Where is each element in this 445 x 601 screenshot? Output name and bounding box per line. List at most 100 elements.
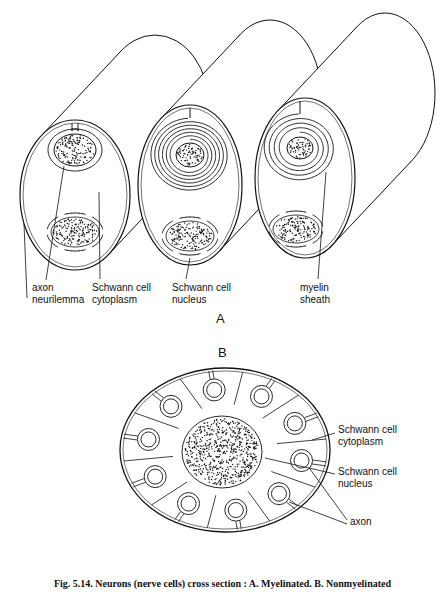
stipple-dot xyxy=(219,429,220,430)
stipple-dot xyxy=(194,470,195,471)
stipple-dot xyxy=(202,460,203,461)
stipple-dot xyxy=(211,424,212,425)
stipple-dot xyxy=(210,461,211,462)
axon-section xyxy=(287,137,313,159)
stipple-dot xyxy=(193,152,194,153)
stipple-dot xyxy=(297,230,298,231)
stipple-dot xyxy=(178,226,179,227)
stipple-dot xyxy=(173,231,174,232)
stipple-dot xyxy=(237,428,238,429)
stipple-dot xyxy=(192,150,193,151)
stipple-dot xyxy=(291,239,292,240)
axon-membrane xyxy=(178,493,200,515)
stipple-dot xyxy=(77,142,78,143)
cylinder-side xyxy=(277,26,357,111)
stipple-dot xyxy=(252,458,253,459)
stipple-dot xyxy=(200,452,201,453)
stipple-dot xyxy=(185,247,186,248)
stipple-dot xyxy=(72,139,73,140)
stipple-dot xyxy=(197,159,198,160)
stipple-dot xyxy=(304,138,305,139)
stipple-dot xyxy=(217,472,218,473)
stipple-dot xyxy=(66,238,67,239)
stipple-dot xyxy=(250,465,251,466)
stipple-dot xyxy=(64,145,65,146)
stipple-dot xyxy=(228,422,229,423)
stipple-dot xyxy=(234,443,235,444)
stipple-dot xyxy=(241,453,242,454)
stipple-dot xyxy=(217,468,218,469)
stipple-dot xyxy=(255,448,256,449)
stipple-dot xyxy=(69,232,70,233)
stipple-dot xyxy=(197,461,198,462)
stipple-dot xyxy=(90,147,91,148)
stipple-dot xyxy=(88,224,89,225)
stipple-dot xyxy=(290,225,291,226)
stipple-dot xyxy=(201,232,202,233)
stipple-dot xyxy=(92,230,93,231)
stipple-dot xyxy=(69,220,70,221)
stipple-dot xyxy=(78,223,79,224)
stipple-dot xyxy=(236,451,237,452)
stipple-dot xyxy=(68,143,69,144)
stipple-dot xyxy=(64,238,65,239)
stipple-dot xyxy=(188,444,189,445)
stipple-dot xyxy=(193,226,194,227)
stipple-dot xyxy=(177,152,178,153)
stipple-dot xyxy=(183,248,184,249)
stipple-dot xyxy=(88,231,89,232)
stipple-dot xyxy=(302,146,303,147)
stipple-dot xyxy=(223,432,224,433)
stipple-dot xyxy=(247,449,248,450)
axon-section xyxy=(176,143,204,167)
stipple-dot xyxy=(250,468,251,469)
stipple-dot xyxy=(294,227,295,228)
stipple-dot xyxy=(195,437,196,438)
stipple-dot xyxy=(62,144,63,145)
stipple-dot xyxy=(232,464,233,465)
stipple-dot xyxy=(309,144,310,145)
stipple-dot xyxy=(221,445,222,446)
stipple-dot xyxy=(177,231,178,232)
stipple-dot xyxy=(186,454,187,455)
stipple-dot xyxy=(215,442,216,443)
stipple-dot xyxy=(233,457,234,458)
stipple-dot xyxy=(93,225,94,226)
stipple-dot xyxy=(253,447,254,448)
stipple-dot xyxy=(238,433,239,434)
stipple-dot xyxy=(246,443,247,444)
stipple-dot xyxy=(200,151,201,152)
stipple-dot xyxy=(80,242,81,243)
stipple-dot xyxy=(83,162,84,163)
stipple-dot xyxy=(192,236,193,237)
stipple-dot xyxy=(242,470,243,471)
stipple-dot xyxy=(288,219,289,220)
stipple-dot xyxy=(209,428,210,429)
stipple-dot xyxy=(213,467,214,468)
stipple-dot xyxy=(231,447,232,448)
stipple-dot xyxy=(218,448,219,449)
stipple-dot xyxy=(249,432,250,433)
stipple-dot xyxy=(176,239,177,240)
stipple-dot xyxy=(201,240,202,241)
stipple-dot xyxy=(299,217,300,218)
stipple-dot xyxy=(194,447,195,448)
stipple-dot xyxy=(78,226,79,227)
stipple-dot xyxy=(306,143,307,144)
stipple-dot xyxy=(194,162,195,163)
stipple-dot xyxy=(252,459,253,460)
mesaxon xyxy=(236,521,238,529)
stipple-dot xyxy=(211,233,212,234)
stipple-dot xyxy=(200,426,201,427)
stipple-dot xyxy=(297,157,298,158)
stipple-dot xyxy=(193,233,194,234)
stipple-dot xyxy=(217,436,218,437)
stipple-dot xyxy=(176,244,177,245)
stipple-dot xyxy=(224,451,225,452)
stipple-dot xyxy=(209,439,210,440)
stipple-dot xyxy=(290,218,291,219)
stipple-dot xyxy=(89,229,90,230)
stipple-dot xyxy=(215,456,216,457)
stipple-dot xyxy=(200,451,201,452)
stipple-dot xyxy=(195,436,196,437)
